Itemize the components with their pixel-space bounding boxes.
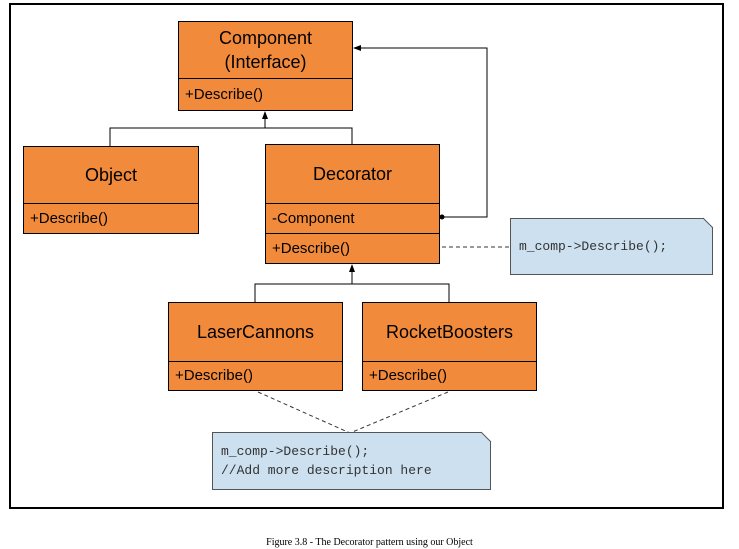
- aggregation-arrowhead: [353, 45, 361, 51]
- aggregation-diamond: [439, 214, 445, 220]
- decorator-note: m_comp->Describe();: [510, 218, 713, 275]
- diagram-frame: [9, 3, 724, 509]
- component-class-name: Component (Interface): [179, 22, 352, 79]
- rocket-boosters-describe-method: +Describe(): [369, 367, 447, 384]
- decorator-describe-method: +Describe(): [266, 233, 439, 262]
- object-describe-method: +Describe(): [30, 209, 108, 227]
- laser-inheritance-line: [254, 265, 353, 302]
- concrete-note-line1: m_comp->Describe();: [221, 444, 370, 459]
- object-class-name: Object: [24, 147, 198, 204]
- aggregation-line: [354, 47, 488, 218]
- component-describe-method: +Describe(): [185, 85, 263, 103]
- decorator-inheritance-arrowhead: [349, 264, 355, 272]
- decorator-component-field: -Component: [272, 210, 355, 227]
- rocket-note-link: [349, 391, 449, 434]
- decorator-class-name: Decorator: [266, 145, 439, 204]
- laser-note-link: [257, 391, 351, 434]
- component-name-line2: (Interface): [224, 52, 307, 72]
- concrete-decorator-note: m_comp->Describe(); //Add more descripti…: [212, 432, 491, 490]
- laser-cannons-class: LaserCannons +Describe(): [168, 302, 343, 391]
- rocket-boosters-class: RocketBoosters +Describe(): [362, 302, 537, 391]
- laser-cannons-class-name: LaserCannons: [169, 303, 342, 362]
- rocket-boosters-class-name: RocketBoosters: [363, 303, 536, 362]
- object-inheritance-line: [109, 112, 266, 146]
- rocket-inheritance-line: [352, 283, 450, 302]
- decorator-class: Decorator -Component +Describe(): [265, 144, 440, 264]
- component-name-line1: Component: [218, 28, 313, 48]
- decorator-inheritance-line: [265, 127, 353, 144]
- component-inheritance-arrowhead: [262, 111, 268, 119]
- figure-caption: Figure 3.8 - The Decorator pattern using…: [266, 537, 473, 548]
- laser-cannons-describe-method: +Describe(): [175, 367, 253, 384]
- concrete-note-line2: //Add more description here: [221, 463, 432, 478]
- component-class: Component (Interface) +Describe(): [178, 21, 353, 111]
- object-class: Object +Describe(): [23, 146, 199, 234]
- decorator-note-text: m_comp->Describe();: [519, 239, 668, 254]
